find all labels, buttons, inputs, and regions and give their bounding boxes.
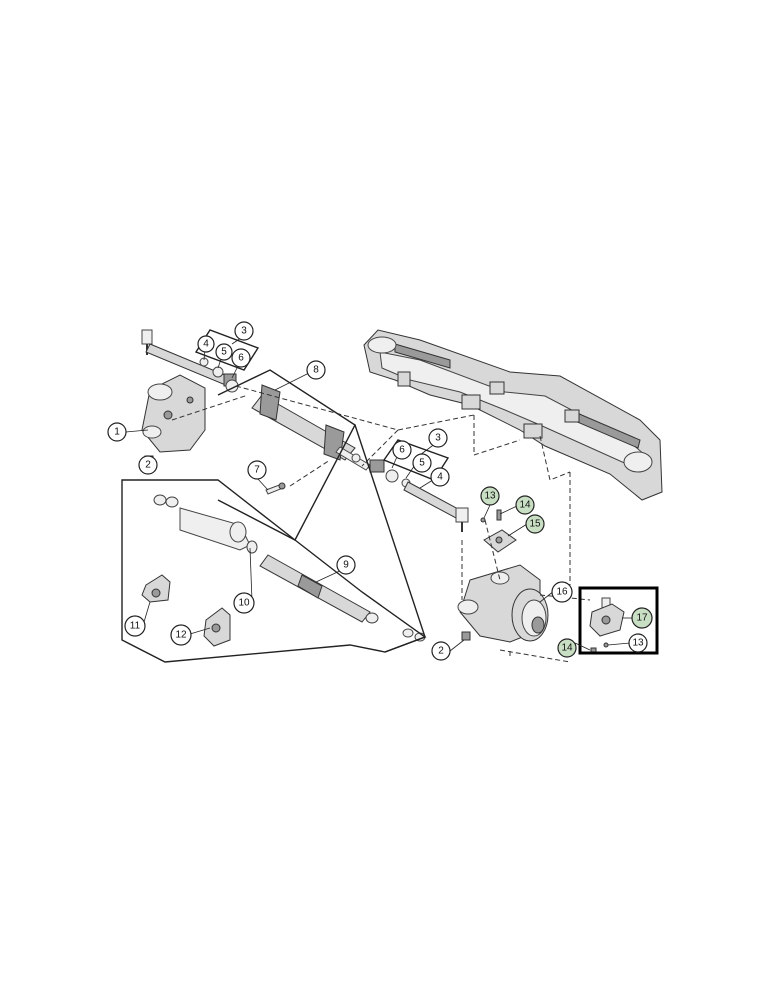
ball-joint (589, 597, 625, 654)
callout-14-upper: 14 (515, 495, 535, 515)
callout-11: 11 (124, 615, 146, 637)
callout-4-left: 4 (197, 335, 215, 353)
svg-text:2: 2 (438, 646, 444, 657)
callout-15: 15 (525, 514, 545, 534)
svg-text:10: 10 (238, 598, 250, 609)
svg-text:2: 2 (145, 460, 151, 471)
svg-text:13: 13 (632, 638, 644, 649)
callout-13-lower: 13 (628, 633, 648, 653)
svg-text:9: 9 (343, 560, 349, 571)
svg-text:6: 6 (399, 445, 405, 456)
callout-13-upper: 13 (480, 486, 500, 506)
highlight-box (578, 586, 659, 655)
callout-7: 7 (247, 460, 267, 480)
cylinder-repair-kit (153, 494, 426, 642)
axle-beam (363, 329, 663, 501)
svg-text:3: 3 (241, 326, 247, 337)
svg-text:5: 5 (221, 347, 227, 358)
svg-text:13: 13 (484, 491, 496, 502)
wheel-hub (511, 588, 549, 642)
svg-text:4: 4 (203, 339, 209, 350)
callout-10: 10 (233, 592, 255, 614)
callout-5-left: 5 (215, 343, 233, 361)
cylinder-mount-right (203, 607, 231, 647)
svg-text:14: 14 (519, 500, 531, 511)
right-tie-rod-assembly (369, 459, 469, 532)
callout-3-right: 3 (428, 428, 448, 448)
steering-cylinder (251, 384, 371, 471)
callout-16: 16 (551, 581, 573, 603)
callout-3-left: 3 (234, 321, 254, 341)
bolt (265, 482, 286, 495)
callout-6-left: 6 (231, 348, 251, 368)
callout-1: 1 (107, 422, 127, 442)
callout-2-right: 2 (431, 641, 451, 661)
callout-14-lower: 14 (557, 638, 577, 658)
callout-6-right: 6 (392, 440, 412, 460)
callout-4-right: 4 (430, 467, 450, 487)
svg-text:1: 1 (114, 427, 120, 438)
svg-text:15: 15 (529, 519, 541, 530)
svg-text:6: 6 (238, 353, 244, 364)
callout-5-right: 5 (412, 453, 432, 473)
svg-text:4: 4 (437, 472, 443, 483)
svg-text:7: 7 (254, 465, 260, 476)
svg-text:8: 8 (313, 365, 319, 376)
callout-17: 17 (631, 607, 653, 629)
svg-text:12: 12 (175, 630, 187, 641)
cylinder-mount-left (141, 574, 171, 603)
svg-text:5: 5 (419, 458, 425, 469)
kingpin-cap-assembly (480, 509, 517, 553)
callout-8: 8 (306, 360, 326, 380)
callout-12: 12 (170, 624, 192, 646)
svg-text:14: 14 (561, 643, 573, 654)
svg-text:16: 16 (556, 587, 568, 598)
svg-text:17: 17 (636, 613, 648, 624)
svg-text:11: 11 (130, 621, 141, 632)
callout-2-left: 2 (138, 455, 158, 475)
svg-text:3: 3 (435, 433, 441, 444)
callout-9: 9 (336, 555, 356, 575)
